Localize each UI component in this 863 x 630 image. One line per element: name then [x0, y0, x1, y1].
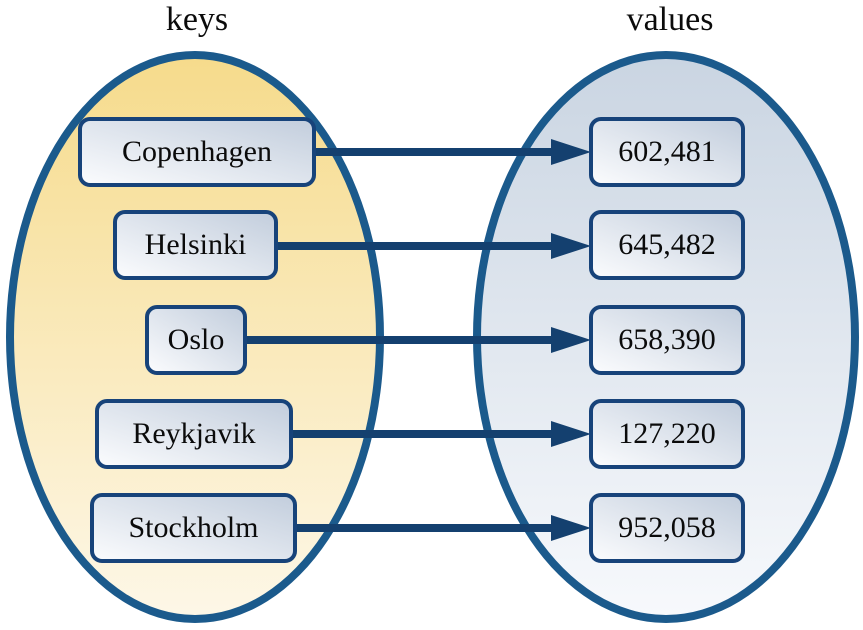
key-box-copenhagen: Copenhagen	[78, 117, 316, 187]
value-label: 127,220	[618, 417, 716, 450]
key-box-oslo: Oslo	[145, 305, 247, 375]
value-box-helsinki: 645,482	[589, 210, 745, 280]
value-label: 602,481	[618, 135, 716, 168]
key-label: Oslo	[167, 323, 225, 356]
key-label: Reykjavik	[132, 417, 256, 450]
keys-set-label: keys	[165, 1, 229, 38]
key-label: Copenhagen	[122, 135, 272, 168]
value-label: 658,390	[618, 323, 716, 356]
value-box-stockholm: 952,058	[589, 493, 745, 563]
value-box-reykjavik: 127,220	[589, 399, 745, 469]
value-label: 952,058	[618, 511, 716, 544]
key-label: Stockholm	[128, 511, 259, 544]
value-box-oslo: 658,390	[589, 305, 745, 375]
value-label: 645,482	[618, 228, 716, 261]
value-box-copenhagen: 602,481	[589, 117, 745, 187]
key-box-reykjavik: Reykjavik	[95, 399, 293, 469]
values-set-label: values	[626, 1, 714, 38]
key-label: Helsinki	[144, 228, 247, 261]
key-box-helsinki: Helsinki	[113, 210, 278, 280]
key-box-stockholm: Stockholm	[90, 493, 297, 563]
